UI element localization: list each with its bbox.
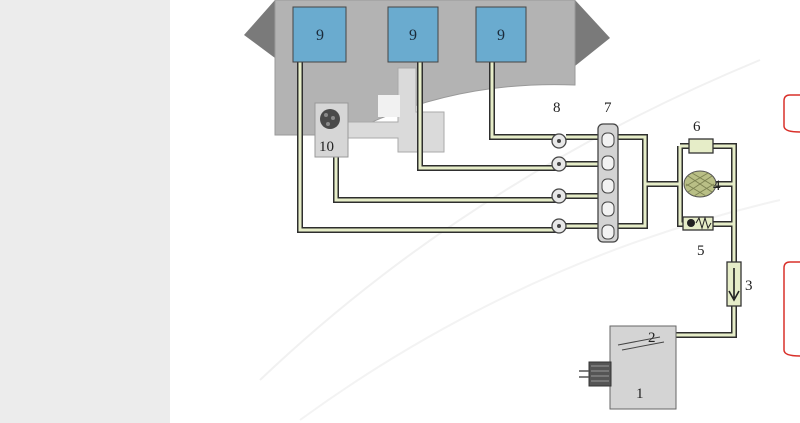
filter-label: 4 [713,178,721,194]
sensor-mesh-icon [320,109,340,129]
left-blank-panel [0,0,170,423]
tube-fill [490,62,560,139]
tube-outline [713,143,737,262]
distributor-port [601,224,615,240]
relief-valve-spring-icon [695,216,712,230]
tube-network [297,62,737,338]
housing-right-fin [575,0,610,66]
relief-valve-ball-icon [687,219,695,227]
sensor-housing [314,102,349,158]
ecu-box-right-label: 9 [497,27,505,44]
tube-fill [298,62,560,232]
sensor-mesh-dot [331,116,335,120]
bracket-light-patch [378,95,400,117]
sensor-mesh-dot [324,113,328,117]
tank-cap-bolt [579,370,589,378]
pressure-regulator [688,138,714,154]
distributor-port [601,201,615,217]
tank-cap-texture [591,365,609,382]
tube-fill [334,140,560,202]
ecu-box-right [475,6,527,63]
distributor-port [601,132,615,148]
tank-cap [588,361,612,387]
check-valve-arrow-icon [728,268,740,302]
distributor-label: 7 [604,100,612,116]
tube-fill [618,135,647,228]
level-label: 2 [648,330,656,346]
housing-left-fin [244,0,275,58]
tube-outline [618,134,648,229]
check-valve-label: 3 [745,278,753,294]
ecu-box-middle [387,6,439,63]
tube-outline [676,306,737,338]
annotation-bracket [783,94,800,357]
fitting-center [557,194,561,198]
fitting-center [557,139,561,143]
ecu-box-left-label: 9 [316,27,324,44]
ecu-box-left [292,6,347,63]
distributor-port [601,178,615,194]
tube-fill [678,146,683,226]
fitting-center [557,224,561,228]
sensor-mesh-dot [326,122,330,126]
tube-fill [418,62,560,170]
tube-fill [713,144,736,262]
pressure-regulator-label: 6 [693,119,701,135]
tube-fill [676,306,736,337]
distributor-port [601,155,615,171]
tank-label: 1 [636,386,644,402]
ecu-box-middle-label: 9 [409,27,417,44]
fittings-label: 8 [553,100,561,116]
sensor-label: 10 [319,139,334,155]
fitting-center [557,162,561,166]
tank-level-lines [617,336,665,351]
relief-valve-label: 5 [697,243,705,259]
filter-mesh-pattern [685,172,715,197]
